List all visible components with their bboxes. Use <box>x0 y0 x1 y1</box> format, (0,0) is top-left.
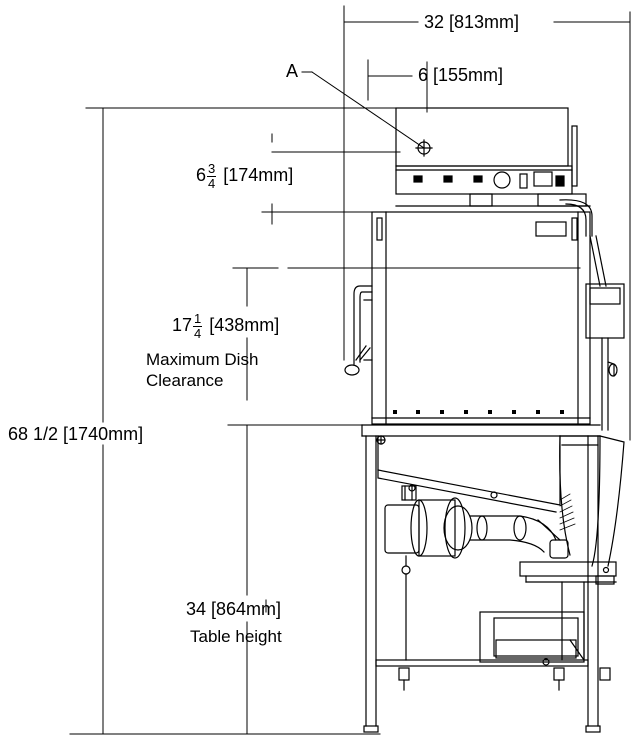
dish-clearance-caption-2: Clearance <box>146 371 224 390</box>
offset-a-label: 6 [155mm] <box>418 65 504 85</box>
side-control-panel <box>585 235 625 431</box>
wash-hood <box>371 211 591 425</box>
top-box-height-numerator: 3 <box>207 161 217 177</box>
dish-clearance-numerator: 1 <box>193 311 203 327</box>
rack-tray <box>519 561 617 661</box>
table-height-label: 34 [864mm] <box>186 599 282 619</box>
wash-pump-motor <box>384 485 576 661</box>
dimension-lines <box>69 5 631 735</box>
dish-clearance-whole: 17 <box>172 314 193 335</box>
wash-tank <box>361 424 601 513</box>
overall-height-label: 68 1/2 [1740mm] <box>8 424 144 444</box>
stand-legs <box>363 435 611 733</box>
dish-clearance-metric: [438mm] <box>204 314 280 335</box>
top-control-box <box>395 107 593 237</box>
dish-clearance-denominator: 4 <box>194 325 202 341</box>
top-box-height-metric: [174mm] <box>218 164 294 185</box>
point-a-label: A <box>286 61 299 81</box>
hood-handle <box>344 285 373 376</box>
top-box-height-denominator: 4 <box>208 175 216 191</box>
table-height-caption: Table height <box>190 627 282 646</box>
overall-width-label: 32 [813mm] <box>424 12 520 32</box>
dish-clearance-caption-1: Maximum Dish <box>146 350 259 369</box>
scrap-tub <box>479 611 585 666</box>
top-box-height-whole: 6 <box>196 164 207 185</box>
